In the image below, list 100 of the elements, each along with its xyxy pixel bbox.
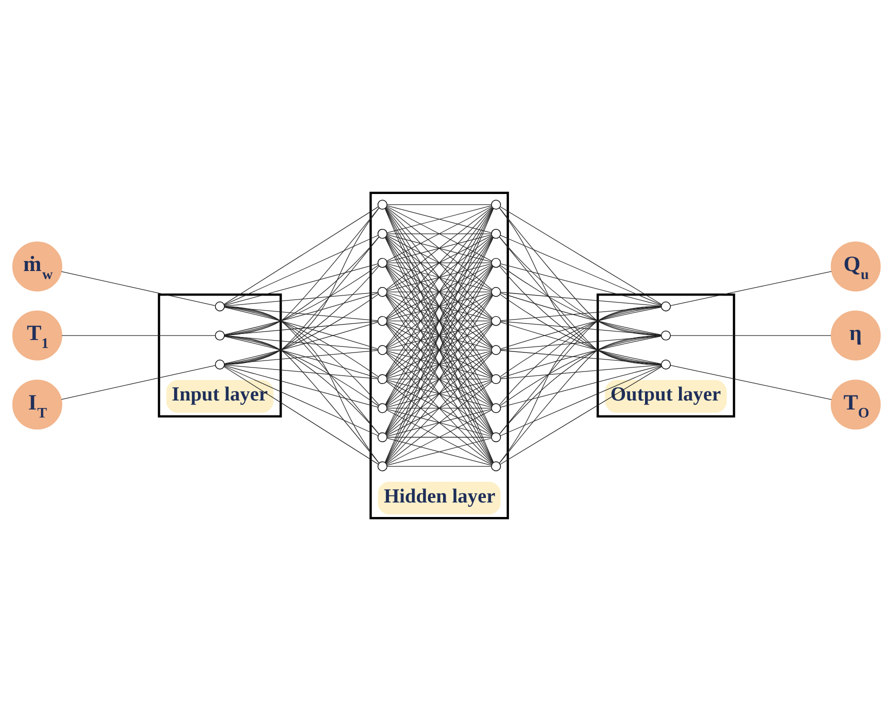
node-circle [491,286,501,296]
connector [500,335,662,406]
node-circle [491,460,501,471]
node-circle [378,286,388,296]
connector [224,265,380,364]
connector [224,334,380,464]
node-circle: I$_{T}$ [12,379,62,430]
node-circle [491,228,501,238]
cluster: Hidden layer [370,191,509,519]
connector [224,306,380,405]
connector [386,262,492,263]
node-circle [214,330,225,340]
connector [670,270,832,306]
connector [386,437,492,466]
connector [386,352,492,435]
connector [224,207,380,336]
node-circle [378,228,388,238]
connector [500,292,662,335]
connector [386,351,492,406]
connector [386,407,492,408]
node-circle [378,460,388,471]
connector [224,321,378,364]
connector [499,334,662,434]
node-circle: Q$_{u}$ [830,241,881,291]
node-circle [660,330,671,340]
node-circle [491,374,501,384]
connector [386,292,492,320]
connector [386,232,492,234]
node-circle [378,344,388,354]
connector [386,409,492,464]
connector [499,334,662,464]
node-circle [214,359,225,369]
connector [224,306,380,463]
connector [386,204,492,233]
connector [499,236,662,336]
connector [499,207,662,365]
connector [500,294,662,364]
connector [500,364,662,379]
connector [224,236,380,364]
connector [61,364,216,400]
connector [499,306,662,463]
connector [224,335,379,406]
connector [224,264,379,335]
connector [386,235,492,318]
connector [500,263,662,306]
connector [500,335,662,350]
connector [224,234,378,305]
connector [386,380,492,464]
connector [670,364,832,400]
connector [500,366,662,464]
connector [224,263,378,306]
connector [224,306,380,434]
connector [386,234,492,290]
node-circle [491,344,501,354]
node-circle [378,432,388,442]
connector [61,270,216,306]
connector [386,207,493,347]
connector [386,236,493,376]
connector [224,366,379,464]
connector [224,365,378,436]
connector [224,334,380,434]
node-circle [491,432,501,442]
connector [224,207,380,364]
connector [386,320,492,321]
connector [500,335,662,378]
node-circle [491,199,501,210]
node-circle: T$_{1}$ [12,310,62,360]
connector [499,306,662,434]
connector [499,236,662,364]
connector [386,206,492,290]
connector [386,294,493,434]
connector [224,206,379,304]
connector [386,436,492,438]
connector [500,291,662,306]
connector [224,293,379,364]
connector [386,206,492,261]
connector [500,364,662,408]
connector [386,350,492,378]
connector [500,321,662,364]
node-circle: T$_{O}$ [830,379,881,430]
connector [224,236,380,336]
cluster: Input layer [158,293,282,417]
connector [386,349,492,350]
connector [224,292,378,334]
connector [386,204,492,205]
connector [500,365,662,436]
connector [386,321,492,349]
connector [500,306,662,349]
connector [224,291,378,306]
connector [386,265,493,405]
connector [224,364,378,408]
connector [500,264,662,335]
connector [224,306,378,349]
node-circle [491,257,501,268]
connector [500,306,662,320]
connector [386,291,492,292]
node-circle [660,301,671,311]
connector [670,334,832,336]
connector [224,364,378,379]
node-circle [660,359,671,369]
